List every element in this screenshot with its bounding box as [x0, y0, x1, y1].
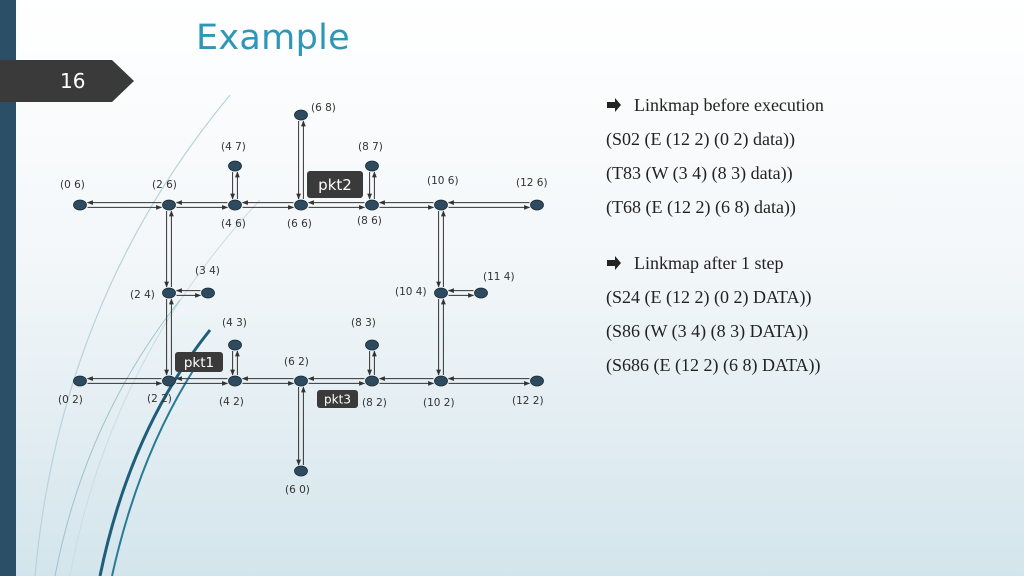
node-label: (12 6)	[516, 177, 548, 189]
router-node	[201, 287, 215, 299]
linkmap-after-line: (S86 (W (3 4) (8 3) DATA))	[606, 321, 809, 341]
linkmap-panel: Linkmap before execution (S02 (E (12 2) …	[606, 92, 1016, 382]
node-label: (10 2)	[423, 397, 455, 409]
router-node	[228, 160, 242, 172]
linkmap-before-heading-text: Linkmap before execution	[634, 95, 824, 115]
linkmap-after-heading-text: Linkmap after 1 step	[634, 253, 784, 273]
router-node	[365, 375, 379, 387]
node-label: (4 2)	[219, 396, 244, 408]
packet-box	[317, 390, 358, 408]
packet-label: pkt3	[324, 392, 351, 406]
router-node	[294, 109, 308, 121]
router-node	[434, 375, 448, 387]
node-label: (4 3)	[222, 317, 247, 329]
router-node	[294, 199, 308, 211]
node-label: (2 2)	[147, 393, 172, 405]
router-node	[530, 199, 544, 211]
router-node	[365, 339, 379, 351]
router-node	[530, 375, 544, 387]
slide-number-tab	[0, 60, 134, 102]
router-node	[228, 199, 242, 211]
router-node	[73, 375, 87, 387]
packet-box	[175, 352, 223, 372]
node-label: (2 4)	[130, 289, 155, 301]
node-label: (8 2)	[362, 397, 387, 409]
router-node	[365, 199, 379, 211]
router-node	[228, 339, 242, 351]
node-label: (12 2)	[512, 395, 544, 407]
router-node	[162, 287, 176, 299]
left-accent-bar	[0, 0, 16, 576]
slide-title: Example	[196, 18, 350, 58]
node-label: (11 4)	[483, 271, 515, 283]
slide-number: 16	[60, 69, 86, 93]
pkt2-packet: pkt2	[307, 171, 363, 198]
arrow-bullet-icon	[607, 256, 621, 270]
node-label: (6 2)	[284, 356, 309, 368]
router-node	[294, 375, 308, 387]
node-label: (0 6)	[60, 179, 85, 191]
node-label: (3 4)	[195, 265, 220, 277]
linkmap-before-line: (T68 (E (12 2) (6 8) data))	[606, 197, 796, 217]
node-label: (10 6)	[427, 175, 459, 187]
packet-box	[307, 171, 363, 198]
pkt1-packet: pkt1	[175, 352, 223, 372]
router-node	[162, 375, 176, 387]
pkt3-packet: pkt3	[317, 390, 358, 408]
node-label: (8 3)	[351, 317, 376, 329]
packet-label: pkt1	[184, 355, 214, 371]
linkmap-before-heading: Linkmap before execution	[606, 92, 1016, 118]
linkmap-before-line: (S02 (E (12 2) (0 2) data))	[606, 129, 795, 149]
linkmap-after-line: (S686 (E (12 2) (6 8) DATA))	[606, 355, 821, 375]
arrow-bullet-icon	[607, 98, 621, 112]
router-node	[294, 465, 308, 477]
node-label: (8 6)	[357, 215, 382, 227]
node-label: (10 4)	[395, 286, 427, 298]
linkmap-after-line: (S24 (E (12 2) (0 2) DATA))	[606, 287, 812, 307]
router-node	[365, 160, 379, 172]
node-label: (6 0)	[285, 484, 310, 496]
linkmap-after-heading: Linkmap after 1 step	[606, 250, 1016, 276]
router-node	[73, 199, 87, 211]
node-label: (0 2)	[58, 394, 83, 406]
node-label: (8 7)	[358, 141, 383, 153]
node-label: (6 6)	[287, 218, 312, 230]
router-node	[228, 375, 242, 387]
node-label: (4 6)	[221, 218, 246, 230]
router-node	[434, 199, 448, 211]
node-label: (2 6)	[152, 179, 177, 191]
node-label: (6 8)	[311, 102, 336, 114]
router-node	[434, 287, 448, 299]
router-node	[162, 199, 176, 211]
router-node	[474, 287, 488, 299]
packet-label: pkt2	[318, 176, 352, 194]
linkmap-before-line: (T83 (W (3 4) (8 3) data))	[606, 163, 793, 183]
node-label: (4 7)	[221, 141, 246, 153]
